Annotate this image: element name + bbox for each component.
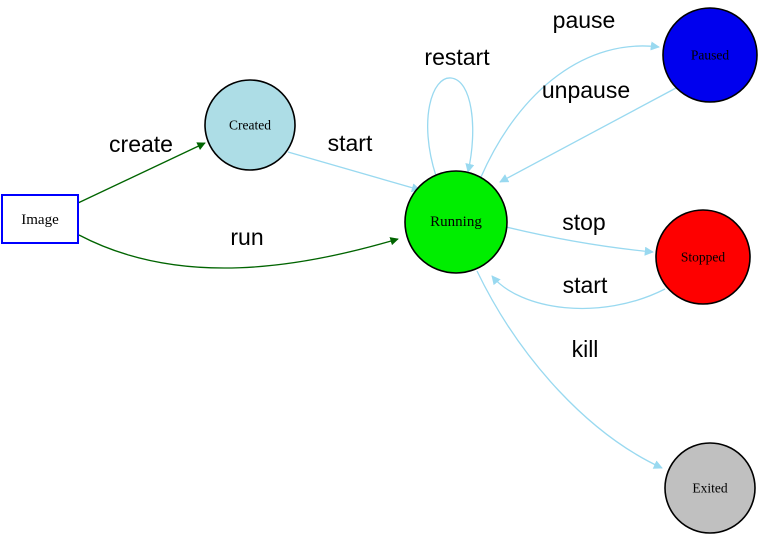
edge-start-created[interactable]: start [287, 130, 421, 193]
edge-run[interactable]: run [78, 224, 399, 269]
edge-start-created-label: start [328, 130, 373, 156]
edge-create-label: create [109, 131, 173, 157]
edge-restart-line [427, 77, 475, 177]
edge-stop[interactable]: stop [505, 209, 654, 256]
edge-stop-label: stop [562, 209, 605, 235]
edge-run-label: run [230, 224, 263, 250]
edge-unpause[interactable]: unpause [499, 77, 677, 183]
node-running-shape [404, 170, 508, 274]
node-exited-shape [664, 442, 756, 534]
edge-unpause-label: unpause [542, 77, 630, 103]
edges-layer: create run start restart pause [77, 7, 677, 469]
edge-stop-line [505, 226, 654, 256]
node-exited[interactable]: Exited [664, 442, 756, 534]
node-paused[interactable]: Paused [662, 7, 758, 103]
node-created[interactable]: Created [204, 79, 296, 171]
node-paused-shape [662, 7, 758, 103]
edge-start-stopped-label: start [563, 272, 608, 298]
edge-pause-label: pause [553, 7, 616, 33]
node-stopped[interactable]: Stopped [655, 209, 751, 305]
edge-kill-label: kill [572, 336, 599, 362]
edge-create-line [77, 142, 206, 204]
node-created-shape [204, 79, 296, 171]
edge-start-stopped[interactable]: start [491, 272, 666, 310]
edge-restart-label: restart [424, 44, 490, 70]
edge-start-stopped-line [491, 275, 666, 310]
edge-run-line [78, 234, 399, 269]
edge-restart[interactable]: restart [424, 44, 490, 177]
edge-create[interactable]: create [77, 131, 206, 204]
node-image-shape [1, 194, 79, 244]
edge-kill-line [476, 270, 663, 469]
node-stopped-shape [655, 209, 751, 305]
edge-unpause-line [499, 87, 677, 183]
edge-pause[interactable]: pause [480, 7, 660, 178]
edge-pause-line [480, 41, 660, 178]
nodes-layer: Image Created Running Paused Stopped [1, 7, 758, 534]
node-running[interactable]: Running [404, 170, 508, 274]
node-image[interactable]: Image [1, 194, 79, 244]
edge-start-created-line [287, 151, 421, 193]
